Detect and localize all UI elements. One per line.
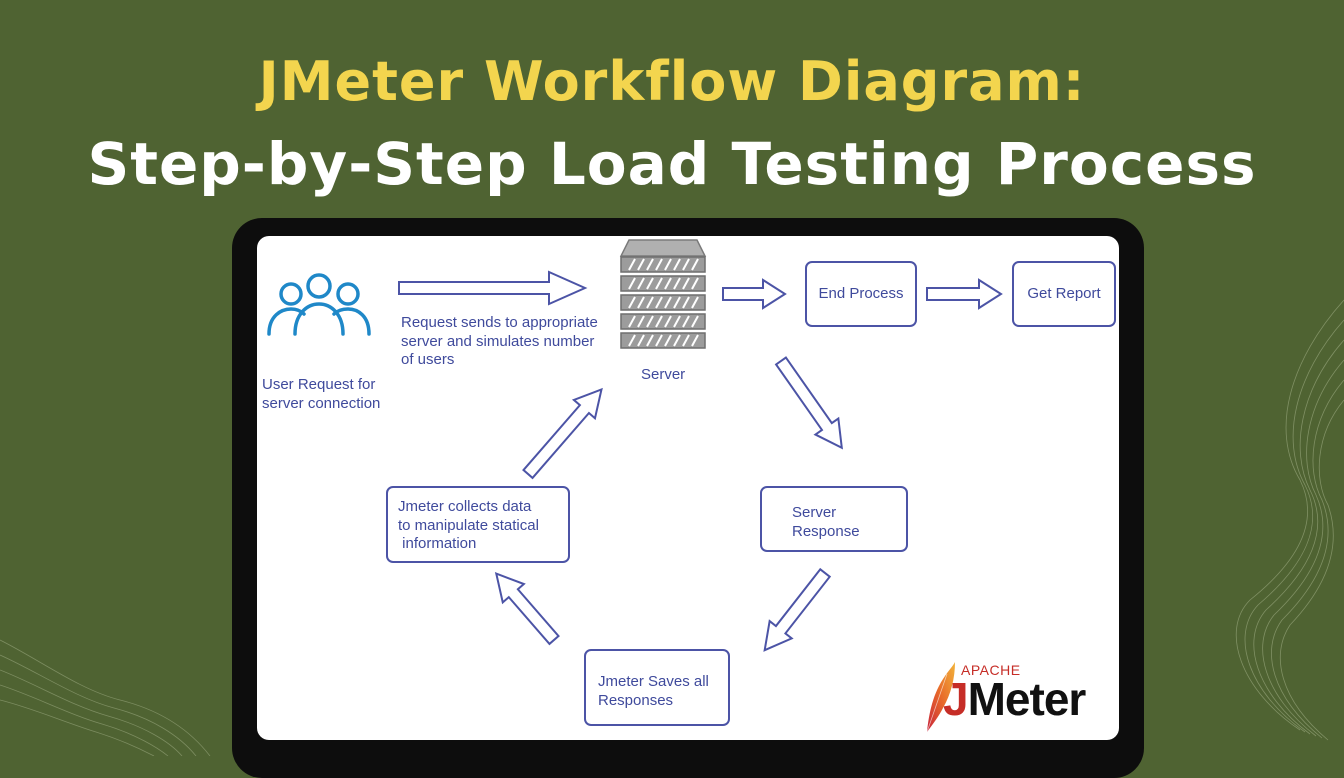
saves-responses-box: Jmeter Saves all Responses	[584, 649, 730, 726]
server-label: Server	[641, 366, 686, 383]
diagram-screen: Request sends to appropriate server and …	[257, 236, 1119, 740]
arrow-to-get-report	[926, 278, 1003, 310]
apache-jmeter-logo: APACHE JMeter	[919, 658, 1099, 733]
logo-jmeter-text: JMeter	[943, 673, 1087, 725]
arrow-to-server-response	[774, 356, 844, 450]
arrow-to-server	[398, 270, 588, 306]
title-line-2: Step-by-Step Load Testing Process	[87, 130, 1257, 198]
logo-apache-text: APACHE	[961, 662, 1021, 678]
arrow-to-end-process	[722, 278, 787, 310]
get-report-label: Get Report	[1027, 284, 1101, 302]
collects-data-box: Jmeter collects data to manipulate stati…	[386, 486, 570, 563]
feather-icon	[926, 662, 955, 733]
users-group-icon	[267, 273, 371, 336]
collects-data-label: Jmeter collects data to manipulate stati…	[398, 498, 539, 552]
arrow-to-saves-responses	[763, 567, 832, 652]
title-line-1: JMeter Workflow Diagram:	[258, 50, 1086, 113]
arrow-to-collects-data	[494, 571, 560, 646]
get-report-box: Get Report	[1012, 261, 1116, 327]
end-process-label: End Process	[818, 284, 904, 302]
diagram-canvas	[267, 239, 1003, 652]
logo-jmeter-rest: Meter	[967, 673, 1087, 725]
server-response-box: Server Response	[760, 486, 908, 552]
server-response-label: Server Response	[792, 504, 860, 540]
decorative-waves	[0, 299, 1344, 756]
request-label: Request sends to appropriate server and …	[401, 314, 598, 368]
server-rack-icon	[619, 239, 707, 349]
saves-responses-label: Jmeter Saves all Responses	[598, 673, 709, 709]
user-label: User Request for server connection	[262, 376, 381, 412]
arrow-to-server-from-collect	[522, 387, 603, 480]
end-process-box: End Process	[805, 261, 917, 327]
